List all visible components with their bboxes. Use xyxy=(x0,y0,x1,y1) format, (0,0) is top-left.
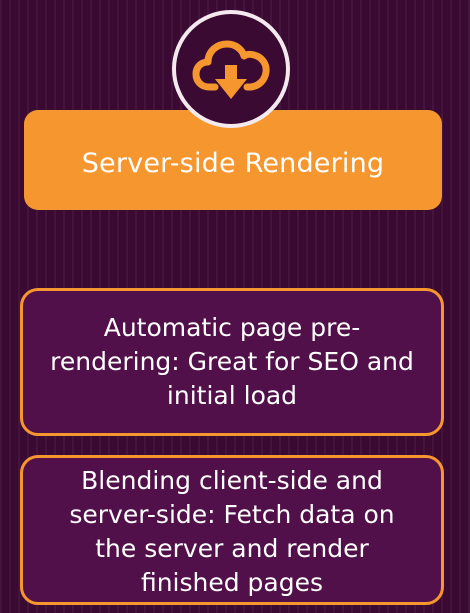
feature-card-pre-rendering: Automatic page pre-rendering: Great for … xyxy=(20,288,444,436)
feature-card-blending: Blending client-side and server-side: Fe… xyxy=(20,455,444,605)
icon-circle xyxy=(172,10,290,128)
feature-text: Automatic page pre-rendering: Great for … xyxy=(50,313,414,410)
page-title: Server-side Rendering xyxy=(81,147,385,179)
cloud-download-icon xyxy=(192,40,270,99)
feature-text: Blending client-side and server-side: Fe… xyxy=(69,466,395,597)
